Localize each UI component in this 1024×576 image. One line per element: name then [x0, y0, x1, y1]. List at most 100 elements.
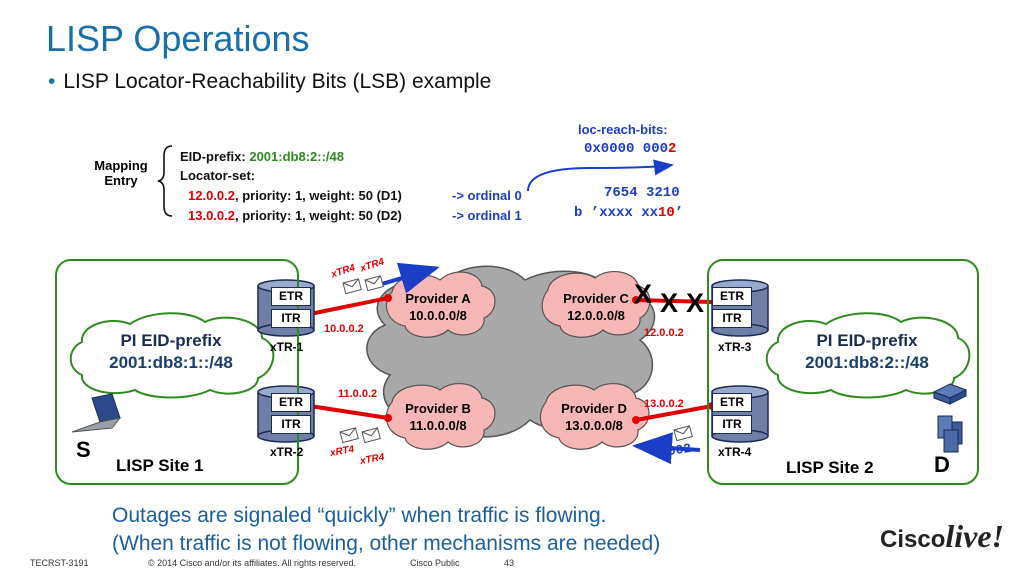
- loc-reach-value: 0x0000 0002: [584, 141, 676, 157]
- xtr4-ip: 13.0.0.2: [644, 398, 684, 410]
- mapping-label-line2: Entry: [104, 173, 138, 188]
- server-icon: [937, 415, 963, 453]
- note-line-1: Outages are signaled “quickly” when traf…: [112, 504, 607, 527]
- provider-c-name: Provider C: [563, 291, 629, 306]
- eid-prefix-value: 2001:db8:2::/48: [249, 149, 344, 164]
- locator-1-ip: 12.0.0.2: [188, 188, 235, 203]
- xtr1-itr-label: ITR: [271, 309, 311, 328]
- provider-c-label: Provider C 12.0.0.0/8: [546, 290, 646, 324]
- envelope-icon: [342, 278, 362, 295]
- locator-1-rest: , priority: 1, weight: 50 (D1): [235, 188, 402, 203]
- logo-brand: Cisco: [880, 526, 946, 553]
- xtr2-etr-label: ETR: [271, 393, 311, 412]
- outage-note: Outages are signaled “quickly” when traf…: [112, 502, 660, 558]
- bit-positions: 7654 3210: [604, 185, 680, 201]
- locator-row-1: 12.0.0.2, priority: 1, weight: 50 (D1): [188, 188, 402, 203]
- traffic-arrow-bottom: [632, 432, 701, 465]
- eid-prefix-line: EID-prefix: 2001:db8:2::/48: [180, 149, 344, 164]
- laptop-icon: [71, 393, 122, 433]
- locator-2-ordinal: -> ordinal 1: [452, 208, 522, 223]
- footer-classification: Cisco Public: [410, 558, 460, 568]
- eid-prefix-label: EID-prefix:: [180, 149, 250, 164]
- envelope-icon: [673, 425, 693, 442]
- locator-set-label: Locator-set:: [180, 168, 256, 183]
- locator-2-rest: , priority: 1, weight: 50 (D2): [235, 208, 402, 223]
- binary-value: b ’xxxx xx10’: [574, 205, 683, 221]
- site1-name: LISP Site 1: [116, 456, 204, 475]
- footer-page-number: 43: [504, 558, 515, 568]
- xtr2-ip: 11.0.0.2: [338, 388, 378, 400]
- envelope-icon: [364, 275, 384, 292]
- footer-session: TECRST-3191: [30, 558, 89, 568]
- envelope-icon: [339, 427, 359, 444]
- traffic-arrow-top: [374, 262, 440, 294]
- provider-c-cloud: [541, 270, 651, 338]
- mapping-label-line1: Mapping: [94, 158, 148, 173]
- provider-b-cloud: [385, 382, 496, 450]
- xtr3-etr-label: ETR: [712, 287, 752, 306]
- failure-mark: X: [634, 279, 653, 309]
- bullet-subtitle: •LISP Locator-Reachability Bits (LSB) ex…: [48, 70, 491, 94]
- provider-d-name: Provider D: [561, 401, 627, 416]
- locator-row-2: 13.0.0.2, priority: 1, weight: 50 (D2): [188, 208, 402, 223]
- xtr1-name: xTR-1: [270, 340, 304, 354]
- xtr3-ip: 12.0.0.2: [644, 327, 684, 339]
- binary-suffix: ’: [674, 205, 684, 221]
- provider-b-prefix: 11.0.0.0/8: [409, 418, 467, 433]
- envelope-icon: [361, 427, 381, 444]
- link-xtr1-provider-a: [309, 296, 389, 316]
- xtr1-etr-label: ETR: [271, 287, 311, 306]
- logo-live: live!: [945, 518, 1004, 554]
- loc-reach-label: loc-reach-bits:: [578, 122, 668, 137]
- slide-title: LISP Operations: [46, 18, 310, 59]
- cisco-live-logo: Ciscolive!: [880, 518, 1004, 555]
- site2-eid-label: PI EID-prefix: [816, 331, 918, 350]
- lisp-site-2-box: [707, 259, 979, 485]
- footer-copyright: © 2014 Cisco and/or its affiliates. All …: [148, 558, 357, 568]
- loc-reach-value-prefix: 0x0000 000: [584, 141, 669, 157]
- xtr2-itr-label: ITR: [271, 415, 311, 434]
- site1-eid-value: 2001:db8:1::/48: [109, 353, 233, 372]
- binary-bit1: 1: [658, 205, 667, 221]
- locator-2-ip: 13.0.0.2: [188, 208, 235, 223]
- switch-icon: [932, 383, 968, 405]
- provider-a-label: Provider A 10.0.0.0/8: [388, 290, 488, 324]
- loc-reach-value-last: 2: [668, 141, 677, 157]
- failure-mark: X: [686, 288, 705, 318]
- locator-1-ordinal: -> ordinal 0: [452, 188, 522, 203]
- site2-eid-value: 2001:db8:2::/48: [805, 353, 929, 372]
- provider-d-label: Provider D 13.0.0.0/8: [544, 400, 644, 434]
- site2-eid-cloud: [765, 312, 971, 399]
- xtr1-ip: 10.0.0.2: [324, 323, 364, 335]
- link-provider-c-xtr3: [635, 298, 713, 304]
- provider-d-cloud: [539, 382, 650, 450]
- subtitle-text: LISP Locator-Reachability Bits (LSB) exa…: [63, 70, 492, 93]
- destination-host-label: D: [934, 452, 950, 477]
- xtr3-name: xTR-3: [718, 340, 752, 354]
- xtr2-name: xTR-2: [270, 445, 304, 459]
- failure-mark: X: [660, 288, 679, 318]
- xtr4-itr-label: ITR: [712, 415, 752, 434]
- note-line-2: (When traffic is not flowing, other mech…: [112, 532, 661, 555]
- link-xtr2-provider-b: [309, 404, 389, 420]
- site2-name: LISP Site 2: [786, 458, 874, 477]
- site1-eid-label: PI EID-prefix: [120, 331, 222, 350]
- xtr4-name: xTR-4: [718, 445, 752, 459]
- link-provider-d-xtr4: [635, 404, 713, 422]
- xtr4-etr-label: ETR: [712, 393, 752, 412]
- source-host-label: S: [76, 437, 91, 462]
- provider-d-prefix: 13.0.0.0/8: [565, 418, 623, 433]
- provider-a-name: Provider A: [405, 291, 471, 306]
- binary-prefix: b ’xxxx xx: [574, 205, 659, 221]
- site1-eid-cloud: [69, 312, 275, 399]
- mapping-brace: [157, 145, 173, 217]
- provider-a-prefix: 10.0.0.0/8: [409, 308, 467, 323]
- provider-c-prefix: 12.0.0.0/8: [567, 308, 625, 323]
- xtr3-itr-label: ITR: [712, 309, 752, 328]
- ordinal-arrow: [527, 159, 674, 192]
